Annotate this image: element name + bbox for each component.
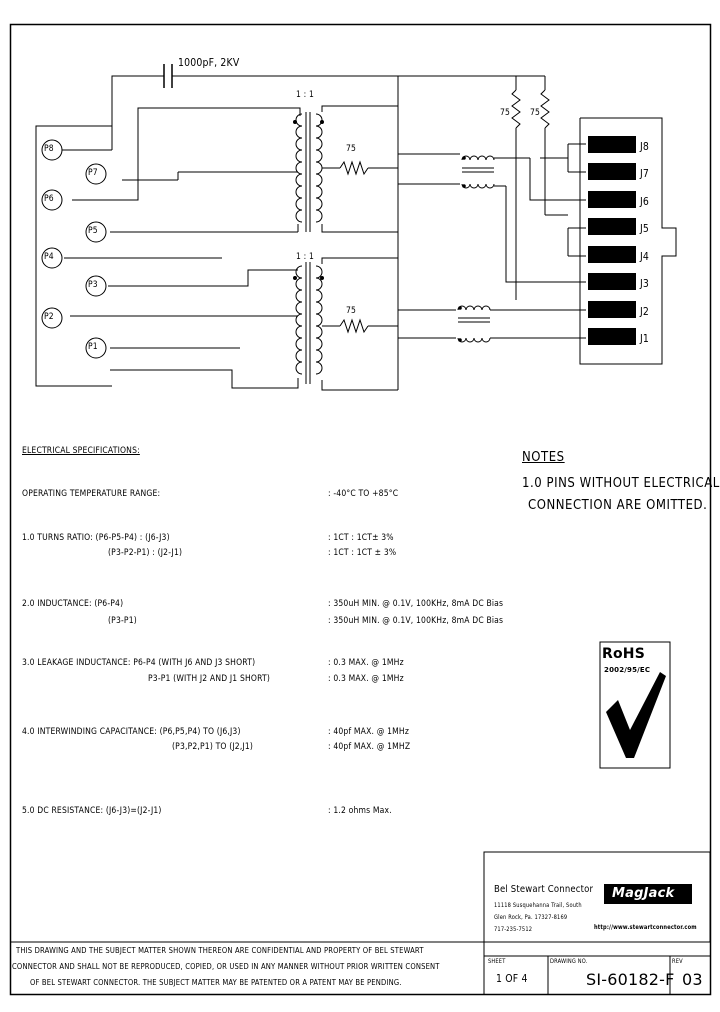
sheet-value: 1 OF 4 — [496, 972, 528, 985]
company-address: Glen Rock, Pa. 17327-8169 — [494, 914, 568, 921]
jack-contacts — [588, 136, 636, 345]
rohs-logo — [599, 641, 671, 769]
choke-coil — [461, 155, 495, 161]
spec-inductance-value: : 350uH MIN. @ 0.1V, 100KHz, 8mA DC Bias — [328, 599, 504, 609]
resistor — [540, 89, 550, 129]
spec-dcr-value: : 1.2 ohms Max. — [328, 806, 392, 816]
rohs-title: RoHS — [602, 646, 645, 662]
jack-housing — [579, 117, 677, 365]
pin-label-p5: P5 — [88, 226, 98, 236]
specs-heading: ELECTRICAL SPECIFICATIONS: — [22, 446, 140, 456]
spec-capacitance-label: 4.0 INTERWINDING CAPACITANCE: (P6,P5,P4)… — [22, 727, 241, 737]
spec-turns-value: : 1CT : 1CT ± 3% — [328, 548, 397, 558]
choke-coil — [457, 337, 491, 343]
notes-line: CONNECTION ARE OMITTED. — [528, 498, 708, 513]
notes-title: NOTES — [522, 450, 565, 465]
jack-label-j1: J1 — [640, 332, 650, 345]
spec-inductance-label: 2.0 INDUCTANCE: (P6-P4) — [22, 599, 124, 609]
jack-label-j6: J6 — [640, 195, 650, 208]
transformer-winding-bottom-left — [295, 265, 303, 375]
choke-coil — [457, 305, 491, 311]
pin-label-p2: P2 — [44, 312, 54, 322]
revision-value: 03 — [682, 970, 703, 989]
company-name: Bel Stewart Connector — [494, 884, 594, 895]
magjack-logo — [604, 884, 692, 904]
spec-capacitance-value: : 40pf MAX. @ 1MHZ — [328, 742, 411, 752]
turns-ratio-bottom: 1 : 1 — [296, 252, 315, 262]
transformer-winding-bottom-right — [315, 265, 323, 375]
resistor — [339, 160, 369, 176]
jack-label-j2: J2 — [640, 305, 650, 318]
spec-leakage-label: P3-P1 (WITH J2 AND J1 SHORT) — [148, 674, 271, 684]
spec-capacitance-value: : 40pf MAX. @ 1MHz — [328, 727, 410, 737]
spec-turns-label: 1.0 TURNS RATIO: (P6-P5-P4) : (J6-J3) — [22, 533, 170, 543]
revision-label: REV — [672, 958, 683, 965]
jack-label-j5: J5 — [640, 222, 650, 235]
company-address: 11118 Susquehanna Trail, South — [494, 902, 582, 909]
choke-coil — [461, 183, 495, 189]
spec-dcr-label: 5.0 DC RESISTANCE: (J6-J3)=(J2-J1) — [22, 806, 162, 816]
resistor — [339, 318, 369, 334]
resistor — [511, 89, 521, 129]
rohs-subtitle: 2002/95/EC — [604, 666, 651, 674]
pin-label-p7: P7 — [88, 168, 98, 178]
magjack-logo-text: MagJack — [612, 886, 675, 901]
pin-label-p3: P3 — [88, 280, 98, 290]
confidential-notice: OF BEL STEWART CONNECTOR. THE SUBJECT MA… — [30, 978, 402, 987]
resistor-label-bottom: 75 — [346, 306, 357, 316]
spec-leakage-label: 3.0 LEAKAGE INDUCTANCE: P6-P4 (WITH J6 A… — [22, 658, 256, 668]
spec-temp-label: OPERATING TEMPERATURE RANGE: — [22, 489, 161, 499]
spec-turns-value: : 1CT : 1CT± 3% — [328, 533, 394, 543]
sheet-label: SHEET — [488, 958, 506, 965]
notes-line: 1.0 PINS WITHOUT ELECTRICAL — [522, 476, 720, 491]
spec-capacitance-label: (P3,P2,P1) TO (J2,J1) — [172, 742, 254, 752]
jack-label-j4: J4 — [640, 250, 650, 263]
jack-label-j3: J3 — [640, 277, 650, 290]
pin-label-p6: P6 — [44, 194, 54, 204]
confidential-notice: CONNECTOR AND SHALL NOT BE REPRODUCED, C… — [12, 962, 440, 971]
transformer-winding-top-right — [315, 113, 323, 223]
company-phone: 717-235-7512 — [494, 926, 533, 933]
pin-label-p1: P1 — [88, 342, 98, 352]
drawing-number: SI-60182-F — [586, 970, 675, 989]
pin-label-p8: P8 — [44, 144, 54, 154]
rj-housing-outline — [35, 125, 112, 387]
pin-circles — [41, 139, 107, 359]
resistor-label-termination: 75 — [500, 108, 511, 118]
turns-ratio-top: 1 : 1 — [296, 90, 315, 100]
resistor-label-termination: 75 — [530, 108, 541, 118]
spec-inductance-value: : 350uH MIN. @ 0.1V, 100KHz, 8mA DC Bias — [328, 616, 504, 626]
spec-leakage-value: : 0.3 MAX. @ 1MHz — [328, 674, 404, 684]
drawing-border — [9, 23, 712, 996]
pin-label-p4: P4 — [44, 252, 54, 262]
spec-temp-value: : -40°C TO +85°C — [328, 489, 399, 499]
jack-label-j8: J8 — [640, 140, 650, 153]
capacitor-label: 1000pF, 2KV — [178, 56, 240, 69]
resistor-label-top: 75 — [346, 144, 357, 154]
spec-turns-label: (P3-P2-P1) : (J2-J1) — [108, 548, 183, 558]
company-url[interactable]: http://www.stewartconnector.com — [594, 924, 697, 931]
transformer-winding-top-left — [295, 113, 303, 223]
spec-leakage-value: : 0.3 MAX. @ 1MHz — [328, 658, 404, 668]
drawing-number-label: DRAWING NO. — [550, 958, 588, 965]
spec-inductance-label: (P3-P1) — [108, 616, 137, 626]
jack-label-j7: J7 — [640, 167, 650, 180]
confidential-notice: THIS DRAWING AND THE SUBJECT MATTER SHOW… — [16, 946, 424, 955]
